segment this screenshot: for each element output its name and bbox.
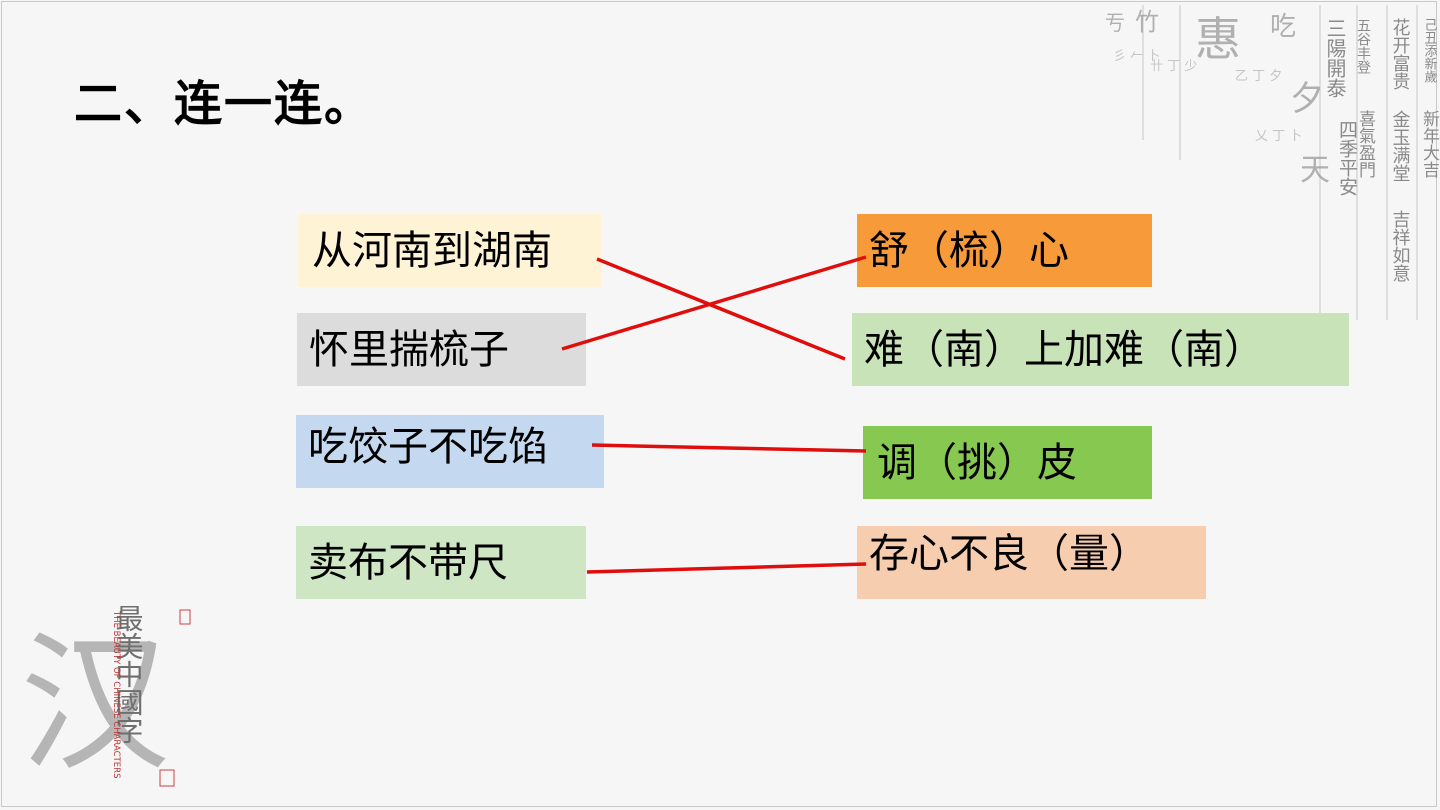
beauty-of-chinese-characters-logo: 汉 最美中國字 THE BEAUTY OF CHINESE CHARACTERS	[20, 604, 191, 792]
connection-line-3[interactable]	[591, 443, 867, 453]
right-item-4-label: 存心不良（量）	[869, 531, 1149, 577]
logo-big-char: 汉	[20, 618, 170, 792]
script-stroke: 夕	[1290, 79, 1324, 119]
deco-column-text: 三陽開泰	[1323, 18, 1347, 98]
right-item-1-label: 舒（梳）心	[869, 227, 1069, 274]
script-line: 彡 𠂉 卜	[1113, 49, 1160, 64]
right-item-1[interactable]: 舒（梳）心	[857, 214, 1152, 287]
right-item-3-label: 调（挑）皮	[877, 439, 1077, 486]
script-stroke: 亐	[1105, 11, 1125, 35]
script-line: 乙 丁 夕	[1235, 69, 1282, 84]
right-item-2-label: 难（南）上加难（南）	[864, 326, 1264, 373]
script-line: 乂 丁 卜	[1255, 129, 1302, 144]
seal-mark	[159, 769, 175, 787]
connection-line-1[interactable]	[596, 257, 846, 361]
deco-column-text: 四季平安	[1336, 120, 1358, 196]
script-stroke: 吃	[1270, 12, 1296, 42]
left-item-3[interactable]: 吃饺子不吃馅	[296, 415, 604, 488]
deco-column-text: 喜氣盈門	[1355, 110, 1376, 179]
left-item-4[interactable]: 卖布不带尺	[296, 526, 586, 599]
script-stroke: 天	[1300, 153, 1330, 188]
deco-column-text: 吉祥如意	[1390, 210, 1411, 282]
left-item-4-label: 卖布不带尺	[308, 539, 508, 586]
script-stroke: 惠	[1195, 12, 1241, 66]
connection-line-2[interactable]	[561, 255, 867, 351]
right-item-3[interactable]: 调（挑）皮	[863, 426, 1152, 499]
left-item-2-label: 怀里揣梳子	[309, 326, 509, 373]
right-item-2[interactable]: 难（南）上加难（南）	[852, 313, 1349, 386]
deco-column-text: 花开富贵	[1390, 18, 1411, 90]
deco-column-text: 己丑添新歲	[1422, 18, 1438, 83]
page-title: 二、连一连。	[74, 76, 375, 132]
script-line: 卄 丁 少	[1150, 59, 1197, 74]
logo-title: 最美中國字	[112, 604, 145, 744]
script-stroke: 竹	[1135, 8, 1159, 36]
left-item-3-label: 吃饺子不吃馅	[308, 424, 548, 470]
logo-english: THE BEAUTY OF CHINESE CHARACTERS	[111, 610, 121, 778]
connection-line-4[interactable]	[586, 562, 867, 574]
left-item-1[interactable]: 从河南到湖南	[298, 214, 601, 287]
deco-column-text: 五谷丰登	[1355, 18, 1371, 74]
seal-mark	[179, 609, 191, 625]
deco-column-text: 金玉满堂	[1390, 110, 1411, 182]
left-item-2[interactable]: 怀里揣梳子	[297, 313, 586, 386]
deco-column-text: 新年大吉	[1419, 110, 1440, 178]
calligraphy-decoration: 亐 竹 惠 吃 夕 天 彡 𠂉 卜 卄 丁 少 乙 丁 夕 乂 丁 卜 三陽開泰…	[1105, 5, 1440, 330]
left-item-1-label: 从河南到湖南	[312, 227, 552, 274]
right-item-4[interactable]: 存心不良（量）	[857, 526, 1206, 599]
